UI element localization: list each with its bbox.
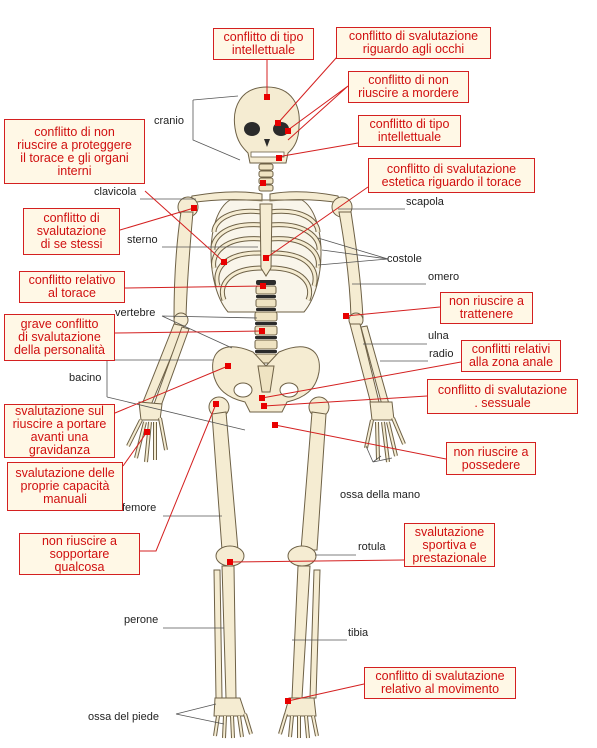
conflict-box-possedere: non riuscire a possedere (446, 442, 536, 475)
conflict-box-sessuale: conflitto di svalutazione . sessuale (427, 379, 578, 414)
label-cranio: cranio (154, 115, 184, 127)
conflict-box-movimento: conflitto di svalutazione relativo al mo… (364, 667, 516, 699)
conflict-box-intellettuale-collo: conflitto di tipo intellettuale (358, 115, 461, 147)
conflict-box-sportiva: svalutazione sportiva e prestazionale (404, 523, 495, 567)
label-rotula: rotula (358, 541, 386, 553)
conflict-box-occhi: conflitto di svalutazione riguardo agli … (336, 27, 491, 59)
label-clavicola: clavicola (94, 186, 137, 198)
label-costole: costole (387, 253, 422, 265)
conflict-box-gravidanza: svalutazione sul riuscire a portare avan… (4, 404, 115, 458)
label-radio: radio (429, 348, 454, 360)
conflict-dots (144, 94, 349, 704)
conflict-box-torace: conflitto relativo al torace (19, 271, 125, 303)
label-sterno: sterno (127, 234, 158, 246)
conflict-box-intellettuale-cranio: conflitto di tipo intellettuale (213, 28, 314, 60)
conflict-box-capacita-manuali: svalutazione delle proprie capacità manu… (7, 462, 123, 511)
label-scapola: scapola (406, 196, 444, 208)
feet (213, 697, 319, 739)
label-femore: femore (122, 502, 157, 514)
lumbar-spine (254, 280, 278, 364)
cervical-spine (258, 163, 274, 192)
label-bacino: bacino (69, 372, 102, 384)
label-omero: omero (428, 271, 460, 283)
conflict-box-proteggere-torace: conflitto di non riuscire a proteggere i… (4, 119, 145, 184)
label-ossa-del-piede: ossa del piede (88, 711, 159, 723)
label-ulna: ulna (428, 330, 449, 342)
legs (208, 396, 330, 699)
label-ossa-della-mano: ossa della mano (340, 489, 421, 501)
hands (126, 401, 406, 463)
conflict-box-trattenere: non riuscire a trattenere (440, 292, 533, 324)
label-tibia: tibia (348, 627, 369, 639)
label-vertebre: vertebre (115, 307, 156, 319)
anatomy-leader-lines (106, 95, 428, 725)
conflict-connector-lines (114, 56, 462, 702)
conflict-box-mordere: conflitto di non riuscire a mordere (348, 71, 469, 103)
conflict-box-se-stessi: conflitto di svalutazione di se stessi (23, 208, 120, 255)
skull (233, 86, 300, 164)
conflict-box-estetica-torace: conflitto di svalutazione estetica rigua… (368, 158, 535, 193)
arms (142, 211, 390, 407)
conflict-box-sopportare: non riuscire a sopportare qualcosa (19, 533, 140, 575)
conflict-box-personalita: grave conflitto di svalutazione della pe… (4, 314, 115, 361)
conflict-box-zona-anale: conflitti relativi alla zona anale (461, 340, 561, 372)
label-perone: perone (124, 614, 159, 626)
pelvis (212, 346, 320, 413)
